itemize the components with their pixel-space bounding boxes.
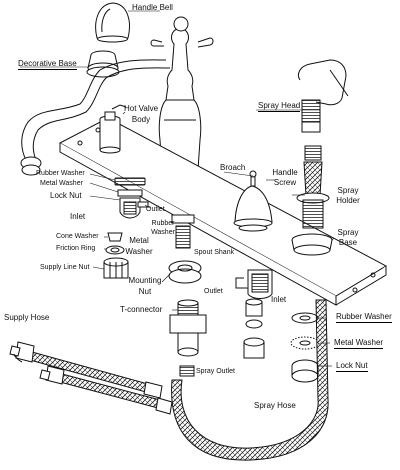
- right-valve-underside-part: [235, 269, 273, 299]
- label-supply-line-nut: Supply Line Nut: [40, 264, 90, 271]
- label-mounting-nut: Mounting Nut: [128, 276, 162, 296]
- label-lock-nut-top: Lock Nut: [50, 191, 82, 200]
- spray-holder-part: [296, 145, 330, 229]
- label-friction-ring: Friction Ring: [56, 245, 96, 252]
- label-rubber-washer-top: Rubber Washer: [36, 170, 85, 177]
- label-spray-head: Spray Head: [258, 101, 301, 112]
- label-outlet-right: Outlet: [204, 288, 223, 295]
- label-inlet-right: Inlet: [271, 295, 287, 304]
- label-handle-bell: Handle Bell: [132, 3, 173, 12]
- spray-head-part: [297, 59, 349, 133]
- label-rubber-washer-mid: Rubber Washer: [151, 220, 175, 237]
- label-broach: Broach: [220, 163, 246, 172]
- left-valve-underside-part: [114, 177, 149, 219]
- label-metal-washer-mid: Metal Washer: [125, 236, 153, 256]
- cone-washer-friction-ring-part: [105, 232, 125, 255]
- label-decorative-base: Decorative Base: [18, 59, 77, 70]
- leader-lines: [20, 10, 335, 367]
- right-handle-part: [233, 170, 273, 232]
- label-supply-hose: Supply Hose: [4, 313, 50, 322]
- label-spout-shank: Spout Shank: [194, 249, 235, 256]
- t-connector-part: [169, 299, 207, 357]
- label-inlet-left: Inlet: [70, 212, 86, 221]
- supply-line-nut-part: [103, 257, 129, 279]
- spray-hose-part: [171, 299, 329, 461]
- label-t-connector: T-connector: [120, 305, 163, 314]
- label-rubber-washer-bottom: Rubber Washer: [336, 312, 392, 323]
- label-spray-hose: Spray Hose: [254, 401, 296, 410]
- label-spray-holder: Spray Holder: [336, 186, 360, 206]
- label-hot-valve-body: Hot Valve Body: [124, 104, 159, 124]
- label-metal-washer-top: Metal Washer: [40, 180, 83, 187]
- label-spray-base: Spray Base: [337, 228, 359, 248]
- mounting-nut-part: [168, 260, 202, 284]
- spray-outlet-part: [179, 365, 195, 377]
- label-lock-nut-bottom: Lock Nut: [336, 361, 368, 372]
- label-metal-washer-bottom: Metal Washer: [334, 338, 384, 349]
- hot-valve-body-part: [99, 104, 127, 154]
- label-cone-washer: Cone Washer: [56, 233, 99, 240]
- supply-hose-part: [9, 341, 173, 415]
- spout-part: [20, 16, 214, 189]
- handle-bell-part: [95, 2, 130, 43]
- spray-base-part: [291, 233, 333, 256]
- label-handle-screw: Handle Screw: [272, 168, 298, 188]
- spout-shank-part: [171, 214, 195, 249]
- bottom-washers-part: [290, 312, 320, 383]
- label-spray-outlet: Spray Outlet: [196, 368, 235, 375]
- label-outlet-left: Outlet: [146, 206, 165, 213]
- small-nuts-part: [243, 298, 265, 359]
